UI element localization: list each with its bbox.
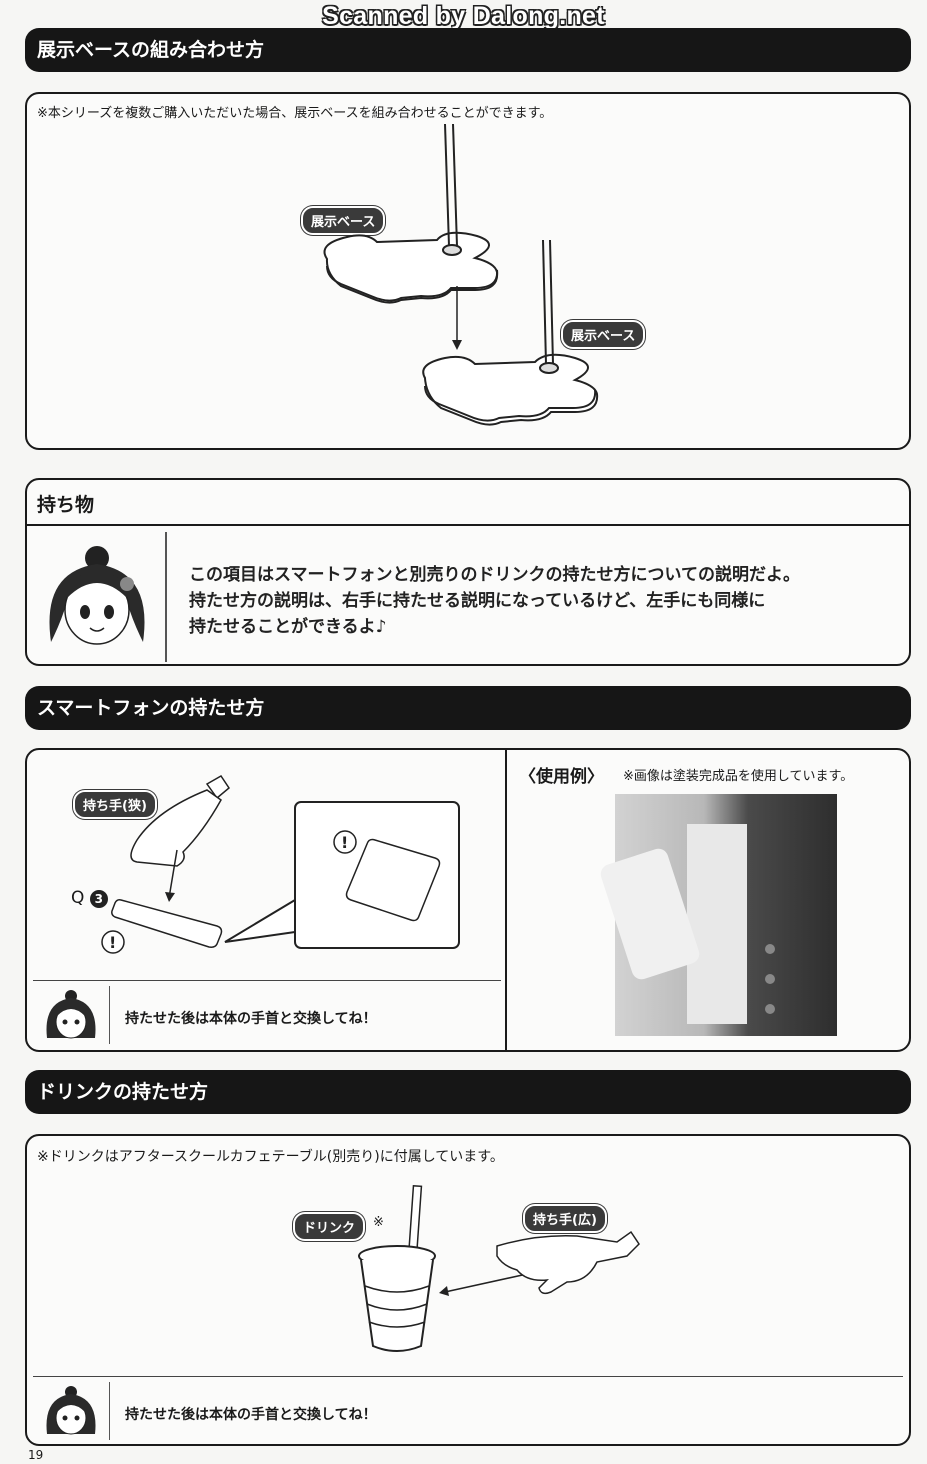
items-line-1: この項目はスマートフォンと別売りのドリンクの持たせ方についての説明だよ。 [189,565,800,585]
section-header-drink: ドリンクの持たせ方 [25,1070,911,1114]
phone-tip-divider [33,980,501,981]
base-panel: ※本シリーズを複数ご購入いただいた場合、展示ベースを組み合わせることができます。… [25,92,911,450]
drink-label: ドリンク [293,1212,366,1241]
character-avatar-small [33,986,110,1044]
items-line-3: 持たせることができるよ♪ [189,617,387,637]
display-base-illustration [323,123,599,426]
hand-wide-label: 持ち手(広) [523,1204,607,1233]
warning-icon-callout: ! [341,833,348,852]
part-code: Q 3 [71,888,108,908]
page-number: 19 [28,1448,44,1462]
drink-panel: ※ドリンクはアフタースクールカフェテーブル(別売り)に付属しています。 ドリンク… [25,1134,911,1446]
character-avatar-large [27,532,167,662]
part-prefix: Q [71,888,85,908]
phone-illustration: ! ! [101,775,460,954]
base-label-bottom: 展示ベース [561,320,646,349]
base-label-top: 展示ベース [301,206,386,235]
items-divider [27,524,909,526]
example-photo [598,794,837,1036]
items-panel: 持ち物 この項目はスマートフォンと別売りのドリンクの持たせ方についての説明だよ。… [25,478,911,666]
drink-mark: ※ [373,1215,384,1230]
drink-illustration [358,1185,640,1352]
drink-tip: 持たせた後は本体の手首と交換してね！ [125,1407,377,1423]
section-header-base: 展示ベースの組み合わせ方 [25,28,911,72]
base-note: ※本シリーズを複数ご購入いただいた場合、展示ベースを組み合わせることができます。 [37,106,553,121]
section-header-phone: スマートフォンの持たせ方 [25,686,911,730]
drink-tip-divider [33,1376,903,1377]
example-note: ※画像は塗装完成品を使用しています。 [623,769,854,784]
phone-panel-divider [505,750,507,1050]
character-avatar-small-2 [33,1382,110,1440]
items-title: 持ち物 [37,494,95,516]
items-description: この項目はスマートフォンと別売りのドリンクの持たせ方についての説明だよ。 持たせ… [189,562,800,640]
drink-note: ※ドリンクはアフタースクールカフェテーブル(別売り)に付属しています。 [37,1149,504,1165]
part-number-badge: 3 [89,890,108,908]
phone-panel: 持ち手(狭) Q 3 ! ! 持たせた後は本体の手首と交換してね！ 〈使用例〉 … [25,748,911,1052]
hand-narrow-label: 持ち手(狭) [73,790,157,819]
example-title: 〈使用例〉 [519,767,604,787]
scan-watermark: Scanned by Dalong.net [322,2,605,30]
items-line-2: 持たせ方の説明は、右手に持たせる説明になっているけど、左手にも同様に [189,591,766,611]
warning-icon: ! [109,933,116,952]
phone-tip: 持たせた後は本体の手首と交換してね！ [125,1011,377,1027]
